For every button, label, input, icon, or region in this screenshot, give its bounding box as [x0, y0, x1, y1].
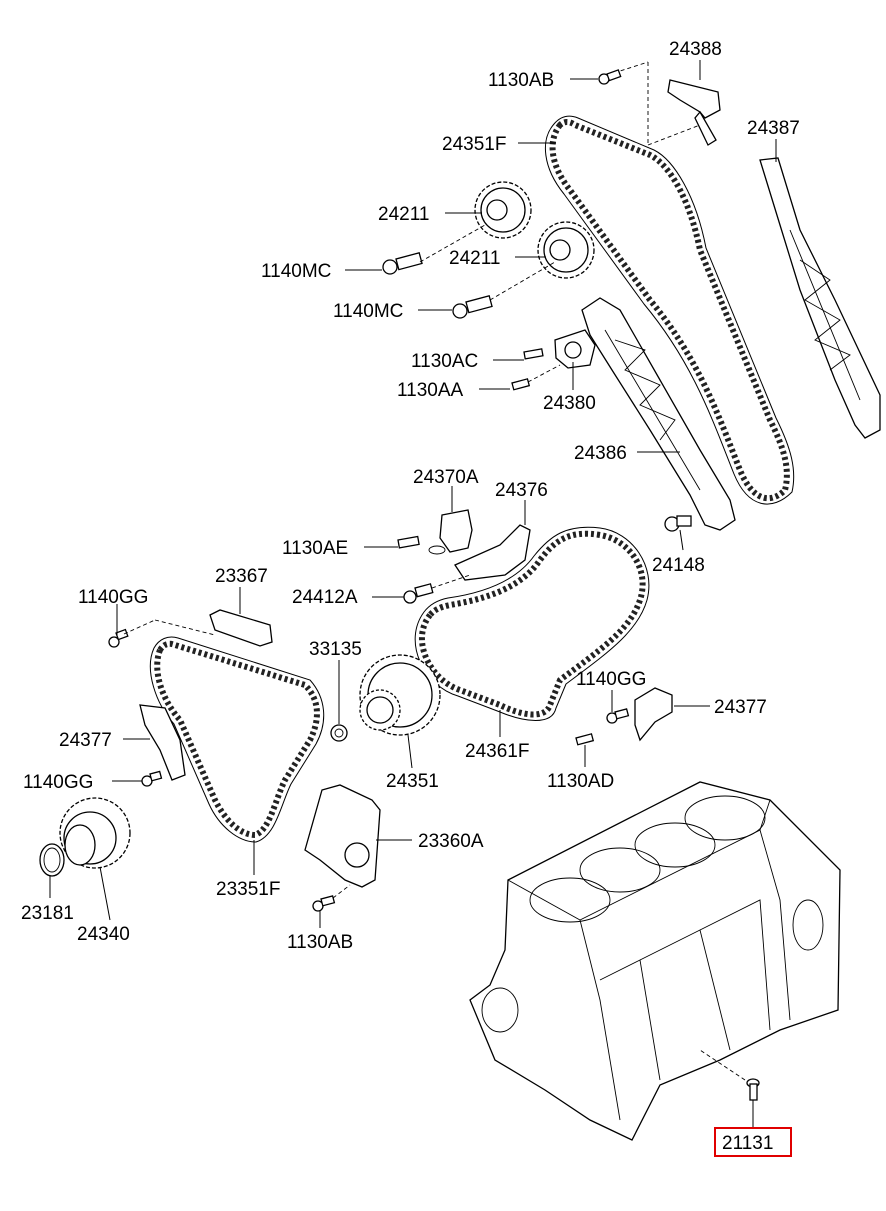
label-1130AC: 1130AC: [411, 351, 478, 372]
label-33135: 33135: [309, 639, 362, 660]
chain-guide-23367: [209, 609, 273, 647]
label-24361F: 24361F: [465, 741, 529, 762]
bolt-1140MC-b: [452, 294, 493, 319]
bolt-1140MC-a: [382, 251, 423, 275]
label-24351: 24351: [386, 771, 439, 792]
tensioner-24380: [554, 329, 596, 369]
leader-lines: [49, 60, 777, 1127]
bolt-1130AC: [523, 348, 544, 360]
bolt-24412A: [403, 583, 434, 604]
bolt-1130AE: [397, 535, 420, 549]
camshaft-sprocket-24211-b: [537, 221, 595, 279]
label-1130AD: 1130AD: [547, 771, 614, 792]
chain-guide-24388: [667, 79, 721, 146]
label-24148: 24148: [652, 555, 705, 576]
sprocket-24351: [359, 654, 441, 736]
upper-timing-chain: [544, 115, 795, 505]
label-23181: 23181: [21, 903, 74, 924]
label-1130AE: 1130AE: [282, 538, 348, 559]
label-24412A: 24412A: [292, 587, 358, 608]
camshaft-sprocket-24211-a: [474, 181, 532, 239]
crank-sprocket-24340: [59, 797, 131, 869]
label-1130AB-bottom: 1130AB: [287, 932, 353, 953]
chain-guide-24376: [454, 524, 531, 581]
tensioner-24370A: [428, 509, 473, 555]
label-24380: 24380: [543, 393, 596, 414]
bolt-24148: [664, 515, 692, 532]
label-21131[interactable]: 21131: [722, 1133, 773, 1154]
bolt-1140GG-right: [606, 708, 630, 724]
label-1140GG-lower: 1140GG: [23, 772, 93, 793]
label-24376: 24376: [495, 480, 548, 501]
label-24211-b: 24211: [449, 248, 500, 269]
middle-timing-chain: [414, 526, 650, 721]
label-1140GG-left: 1140GG: [78, 587, 148, 608]
chain-guide-24387: [759, 157, 881, 439]
label-1130AA: 1130AA: [397, 380, 464, 401]
chain-guide-24377-right: [634, 687, 673, 742]
seal-ring-23181: [39, 843, 65, 877]
label-1130AB-top: 1130AB: [488, 70, 554, 91]
label-23360A: 23360A: [418, 831, 484, 852]
bolt-1130AA: [511, 378, 531, 391]
bolt-1130AB-bottom: [312, 895, 336, 912]
tensioner-arm-24386: [581, 297, 736, 531]
label-24388: 24388: [669, 39, 722, 60]
bolt-1140GG-lower: [141, 770, 163, 787]
label-24340: 24340: [77, 924, 130, 945]
bolt-21131: [746, 1078, 760, 1101]
label-24377-left: 24377: [59, 730, 112, 751]
label-23367: 23367: [215, 566, 268, 587]
label-23351F: 23351F: [216, 879, 280, 900]
bracket-23360A: [304, 784, 381, 888]
label-1140MC-a: 1140MC: [261, 261, 331, 282]
chain-guide-24377-left: [139, 704, 186, 781]
label-24386: 24386: [574, 443, 627, 464]
engine-block: [469, 781, 841, 1141]
label-1140GG-right: 1140GG: [576, 669, 646, 690]
label-24377-right: 24377: [714, 697, 767, 718]
bolt-1130AD: [575, 733, 595, 746]
label-24370A: 24370A: [413, 467, 479, 488]
label-24211-a: 24211: [378, 204, 429, 225]
label-1140MC-b: 1140MC: [333, 301, 403, 322]
bolt-1130AB-top: [598, 69, 622, 85]
highlight-box-21131: [714, 1127, 792, 1157]
nut-33135: [330, 724, 348, 742]
label-24387: 24387: [747, 118, 800, 139]
bolt-1140GG-left: [108, 628, 129, 648]
label-24351F: 24351F: [442, 134, 506, 155]
